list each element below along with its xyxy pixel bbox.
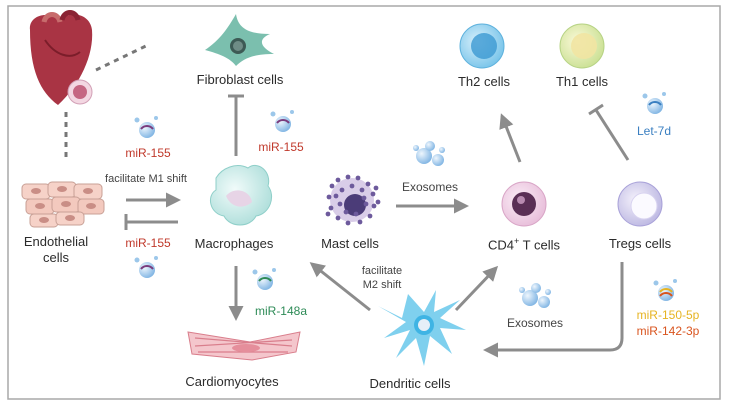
mirna-endothelial-top: miR-155 bbox=[125, 146, 171, 160]
mast-cell-granule bbox=[370, 191, 376, 197]
mast-cell-granule bbox=[335, 177, 341, 183]
mast-cell-granule bbox=[333, 193, 339, 199]
vesicle-icon bbox=[134, 256, 158, 278]
vesicle-icon bbox=[653, 279, 677, 301]
cardiomyocyte-icon bbox=[187, 331, 301, 361]
exosome-cluster-icon bbox=[413, 141, 445, 166]
edge-tregs-inhibit-th1 bbox=[594, 109, 630, 161]
mast-cell-granule bbox=[345, 220, 351, 226]
mast-cell-granule bbox=[353, 211, 359, 217]
mirna-th1: Let-7d bbox=[636, 124, 672, 138]
dendritic-cell-icon bbox=[378, 290, 466, 366]
mast-cell-granule bbox=[363, 201, 369, 207]
mirna-tregs-2: miR-142-3p bbox=[636, 324, 700, 338]
edge-label-m1-shift: facilitate M1 shift bbox=[105, 173, 187, 185]
edge-cd4-to-th2 bbox=[499, 113, 522, 163]
vesicle-icon bbox=[270, 110, 294, 132]
mast-cell-granule bbox=[325, 211, 331, 217]
edge-dendritic-to-cd4 bbox=[454, 265, 499, 312]
vesicle-icon bbox=[252, 268, 276, 290]
edge-tregs-to-dendritic bbox=[483, 262, 624, 358]
cd4-label-superscript: + bbox=[514, 236, 520, 246]
mirna-endothelial-bottom: miR-155 bbox=[125, 236, 171, 250]
node-label-dendritic: Dendritic cells bbox=[369, 376, 451, 391]
mast-cell-granule bbox=[365, 181, 371, 187]
mast-cell-granule bbox=[335, 215, 341, 221]
mast-cell-granule bbox=[357, 219, 363, 225]
node-label-cardiomyocytes: Cardiomyocytes bbox=[185, 374, 279, 389]
edge-label-exosomes-top: Exosomes bbox=[401, 180, 459, 194]
mast-cell-granule bbox=[359, 187, 365, 193]
mast-cell-icon bbox=[325, 174, 381, 226]
edges bbox=[124, 94, 630, 358]
edge-label-exosomes-bottom: Exosomes bbox=[506, 316, 564, 330]
mast-cell-granule bbox=[349, 183, 355, 189]
endothelial-icon bbox=[21, 181, 105, 228]
mast-cell-granule bbox=[355, 175, 361, 181]
th1-cell-icon bbox=[559, 23, 605, 69]
cd4-cell-icon bbox=[501, 181, 547, 227]
node-label-th1: Th1 cells bbox=[555, 74, 609, 89]
mast-cell-granule bbox=[339, 187, 345, 193]
macrophage-icon bbox=[209, 164, 272, 226]
edge-label-m2-line1: facilitate bbox=[361, 265, 403, 277]
fibroblast-icon bbox=[205, 14, 274, 66]
node-label-tregs: Tregs cells bbox=[608, 236, 672, 251]
vesicle-icon bbox=[134, 116, 158, 138]
mirna-fibroblast: miR-155 bbox=[258, 140, 304, 154]
th2-cell-icon bbox=[459, 23, 505, 69]
node-label-fibroblast: Fibroblast cells bbox=[196, 72, 284, 87]
mast-cell-granule bbox=[326, 194, 332, 200]
mast-cell-granule bbox=[367, 213, 373, 219]
mirna-cardio: miR-148a bbox=[254, 304, 308, 318]
mirna-tregs-1: miR-150-5p bbox=[636, 308, 700, 322]
node-label-mast: Mast cells bbox=[321, 236, 379, 251]
node-label-th2: Th2 cells bbox=[457, 74, 511, 89]
mast-cell-granule bbox=[375, 199, 381, 205]
mast-cell-granule bbox=[329, 183, 335, 189]
edge-inhibit-bar-th1 bbox=[588, 103, 604, 116]
exosome-cluster-icon bbox=[519, 283, 551, 308]
vesicle-icon bbox=[642, 92, 666, 114]
node-label-endothelial-line2: cells bbox=[42, 250, 70, 265]
heart-zoom-connector bbox=[95, 42, 151, 72]
cd4-label-rest: T cells bbox=[522, 237, 560, 253]
cd4-label-main: CD4 bbox=[488, 237, 515, 253]
edge-label-m2-line2: M2 shift bbox=[362, 279, 402, 291]
mast-cell-granule bbox=[345, 174, 351, 180]
mast-cell-granule bbox=[361, 195, 367, 201]
mast-cell-granule bbox=[343, 209, 349, 215]
edge-dendritic-to-macrophages bbox=[309, 262, 371, 312]
node-label-endothelial-line1: Endothelial bbox=[23, 234, 89, 249]
treg-cell-icon bbox=[617, 181, 663, 227]
node-label-cd4: CD4+ T cells bbox=[488, 236, 560, 252]
mast-cell-granule bbox=[371, 203, 377, 209]
diagram-frame bbox=[7, 5, 721, 400]
node-label-macrophages: Macrophages bbox=[194, 236, 274, 251]
heart-icon bbox=[29, 10, 93, 105]
mast-cell-granule bbox=[373, 185, 379, 191]
mast-cell-granule bbox=[337, 201, 343, 207]
mast-cell-granule bbox=[328, 205, 334, 211]
